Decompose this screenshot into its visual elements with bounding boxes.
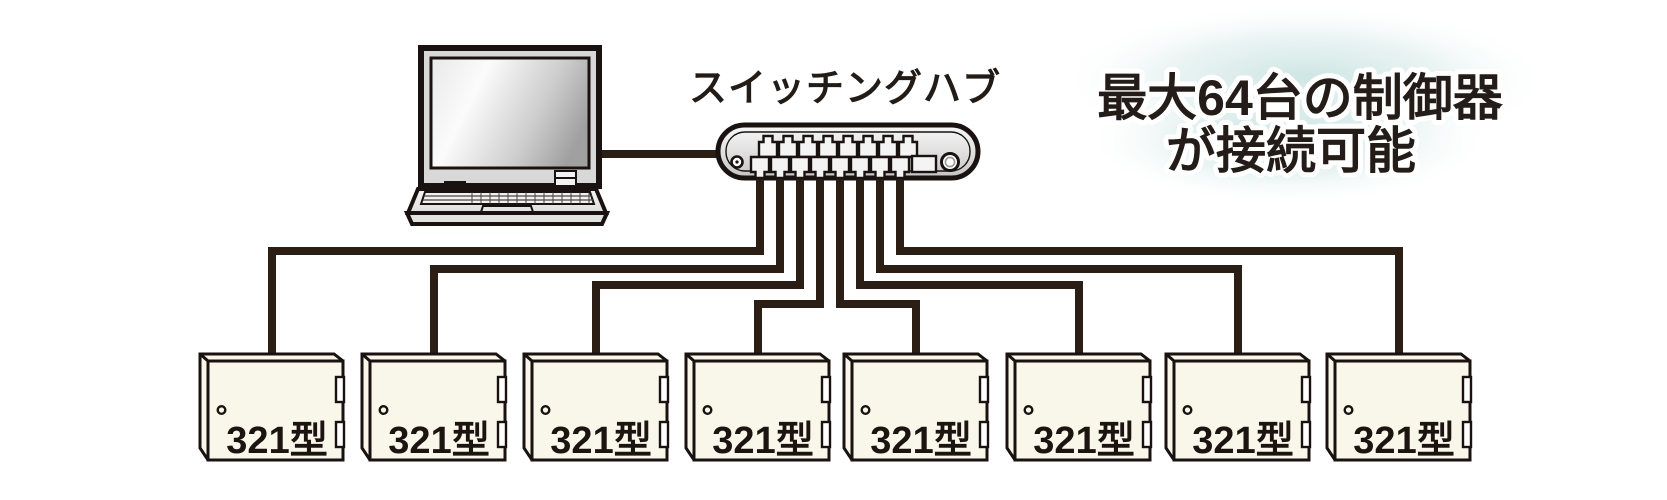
hinge-icon bbox=[1461, 375, 1473, 404]
hinge-icon bbox=[334, 420, 346, 449]
controller-box-6: 321型 bbox=[1005, 352, 1153, 462]
hub-port-row-bottom bbox=[749, 155, 911, 180]
hub-power-ring-inner bbox=[944, 156, 956, 168]
hub-uplink-port bbox=[910, 154, 938, 174]
cable-8 bbox=[896, 166, 1403, 360]
hinge-icon bbox=[658, 375, 670, 404]
keyboard-key-ticks bbox=[471, 192, 590, 204]
controller-label: 321型 bbox=[1353, 420, 1454, 462]
controller-box-4: 321型 bbox=[684, 352, 832, 462]
hinge-icon bbox=[1141, 420, 1153, 449]
laptop-latch-upper bbox=[554, 170, 577, 179]
hub-port-row-top bbox=[757, 134, 919, 159]
controller-box-5: 321型 bbox=[842, 352, 990, 462]
hinge-icon bbox=[1300, 375, 1312, 404]
hub-label: スイッチングハブ bbox=[689, 67, 1001, 110]
controller-label: 321型 bbox=[1033, 420, 1134, 462]
hub-ports bbox=[749, 134, 938, 180]
screw-icon bbox=[1343, 405, 1354, 416]
hinge-icon bbox=[978, 420, 990, 449]
screw-icon bbox=[378, 405, 389, 416]
laptop-screen bbox=[429, 56, 591, 170]
laptop-bezel-mark bbox=[444, 181, 466, 185]
hinge-icon bbox=[1300, 420, 1312, 449]
cable-7 bbox=[876, 166, 1242, 360]
headline-glow bbox=[1055, 2, 1555, 206]
cable-4 bbox=[754, 166, 824, 360]
controller-box-3: 321型 bbox=[522, 352, 670, 462]
hinge-icon bbox=[658, 420, 670, 449]
laptop-icon bbox=[403, 45, 611, 226]
hinge-icon bbox=[820, 420, 832, 449]
screw-icon bbox=[1023, 405, 1034, 416]
controller-boxes: 321型 321型 321型 321型 bbox=[198, 352, 1473, 462]
screw-icon bbox=[860, 405, 871, 416]
hub-led-dot bbox=[735, 160, 739, 164]
cable-5 bbox=[836, 166, 920, 360]
hub-cables bbox=[268, 166, 1403, 360]
screw-icon bbox=[216, 405, 227, 416]
hinge-icon bbox=[820, 375, 832, 404]
hinge-icon bbox=[334, 375, 346, 404]
hinge-icon bbox=[978, 375, 990, 404]
controller-box-7: 321型 bbox=[1164, 352, 1312, 462]
hinge-icon bbox=[1461, 420, 1473, 449]
hub-power-ring-icon bbox=[940, 152, 960, 172]
laptop-base-lip bbox=[403, 211, 611, 226]
cable-3 bbox=[592, 166, 804, 360]
controller-box-8: 321型 bbox=[1325, 352, 1473, 462]
controller-label: 321型 bbox=[226, 420, 327, 462]
headline: 最大64台の制御器 が接続可能 bbox=[1092, 65, 1509, 184]
controller-label: 321型 bbox=[388, 420, 489, 462]
controller-label: 321型 bbox=[870, 420, 971, 462]
controller-box-2: 321型 bbox=[360, 352, 508, 462]
screw-icon bbox=[702, 405, 713, 416]
controller-label: 321型 bbox=[712, 420, 813, 462]
controller-box-1: 321型 bbox=[198, 352, 346, 462]
cable-6 bbox=[856, 166, 1083, 360]
screw-icon bbox=[1182, 405, 1193, 416]
laptop-touchpad bbox=[479, 205, 535, 213]
hinge-icon bbox=[1141, 375, 1153, 404]
hinge-icon bbox=[496, 420, 508, 449]
headline-line1: 最大64台の制御器 bbox=[1097, 70, 1504, 126]
cable-1 bbox=[268, 166, 764, 360]
hinge-icon bbox=[496, 375, 508, 404]
laptop-latch-lower bbox=[554, 177, 577, 187]
controller-label: 321型 bbox=[550, 420, 651, 462]
screw-icon bbox=[540, 405, 551, 416]
headline-line2: が接続可能 bbox=[1166, 123, 1416, 179]
controller-label: 321型 bbox=[1192, 420, 1293, 462]
cable-2 bbox=[430, 166, 784, 360]
